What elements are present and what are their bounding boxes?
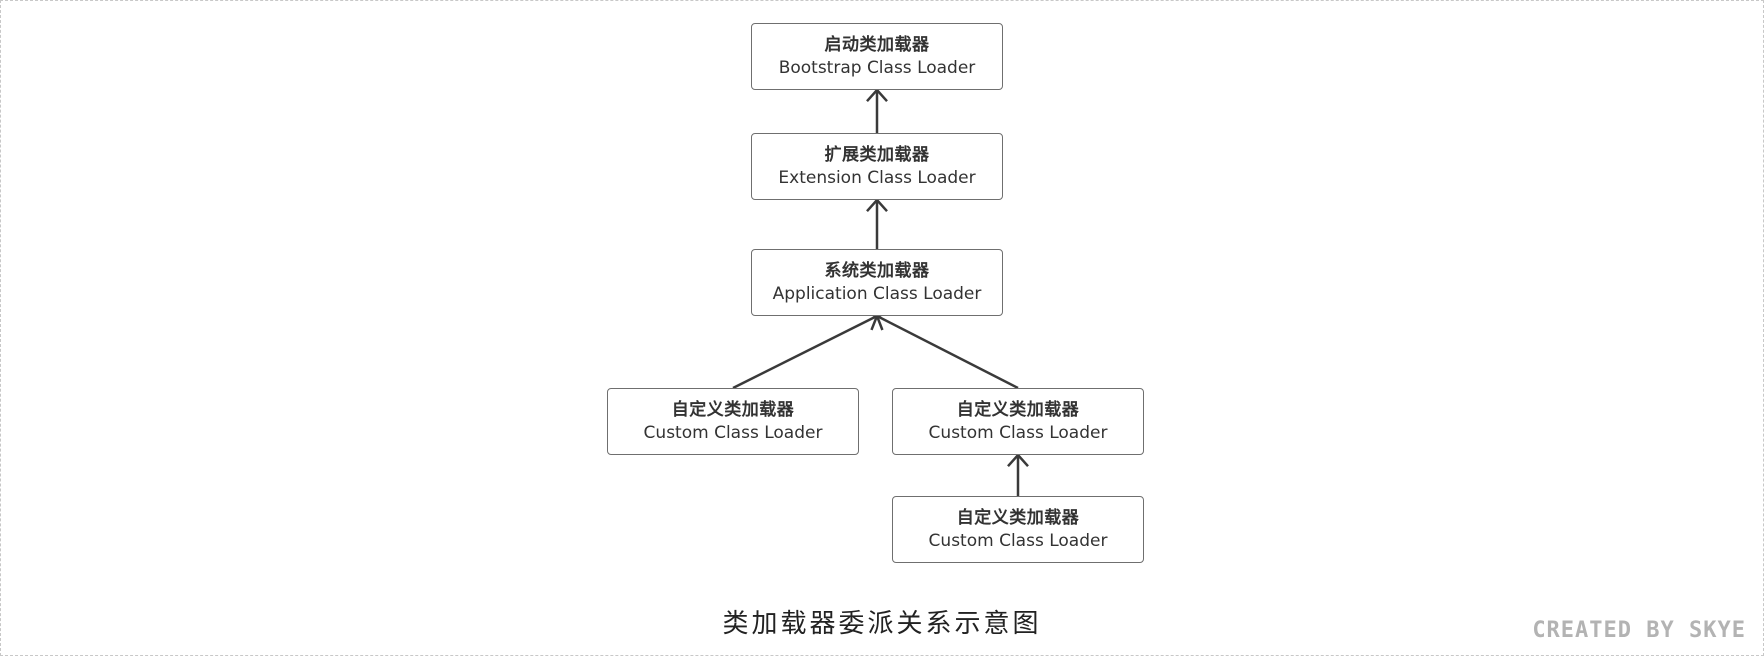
watermark-text: CREATED BY SKYE: [1532, 618, 1746, 643]
node-custom-class-loader-right: 自定义类加载器 Custom Class Loader: [892, 388, 1144, 455]
node-label-en: Application Class Loader: [772, 283, 982, 304]
node-label-zh: 启动类加载器: [824, 34, 930, 55]
node-label-en: Custom Class Loader: [643, 422, 823, 443]
edge-custom-2-to-application: [876, 314, 1019, 390]
node-label-en: Custom Class Loader: [928, 422, 1108, 443]
node-bootstrap-class-loader: 启动类加载器 Bootstrap Class Loader: [751, 23, 1003, 90]
arrowhead-bootstrap: [866, 88, 888, 103]
arrowhead-custom-2: [1007, 453, 1029, 468]
node-label-en: Extension Class Loader: [778, 167, 976, 188]
node-label-zh: 自定义类加载器: [956, 507, 1080, 528]
node-label-zh: 自定义类加载器: [956, 399, 1080, 420]
node-application-class-loader: 系统类加载器 Application Class Loader: [751, 249, 1003, 316]
diagram-caption: 类加载器委派关系示意图: [722, 609, 1042, 639]
node-label-zh: 自定义类加载器: [671, 399, 795, 420]
node-label-zh: 系统类加载器: [824, 260, 930, 281]
node-extension-class-loader: 扩展类加载器 Extension Class Loader: [751, 133, 1003, 200]
node-label-zh: 扩展类加载器: [824, 144, 930, 165]
node-custom-class-loader-bottom: 自定义类加载器 Custom Class Loader: [892, 496, 1144, 563]
node-label-en: Bootstrap Class Loader: [778, 57, 976, 78]
arrowhead-extension: [866, 198, 888, 213]
edge-custom-1-to-application: [732, 314, 878, 390]
node-label-en: Custom Class Loader: [928, 530, 1108, 551]
node-custom-class-loader-left: 自定义类加载器 Custom Class Loader: [607, 388, 859, 455]
